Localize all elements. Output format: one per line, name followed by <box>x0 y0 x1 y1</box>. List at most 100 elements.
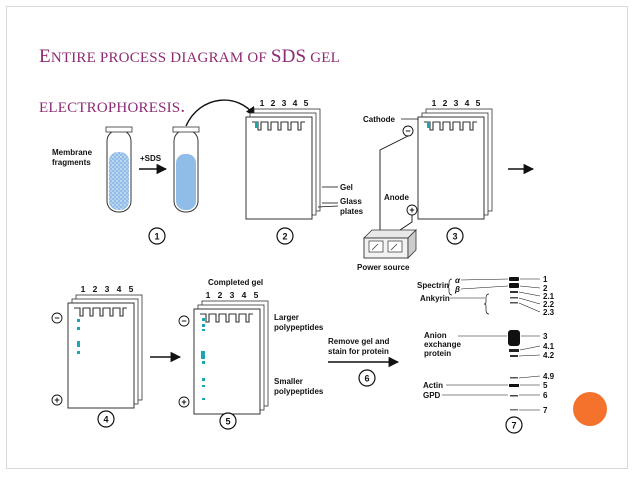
lane-number: 5 <box>304 98 309 108</box>
lane-number: 4 <box>117 284 122 294</box>
plus-sign: + <box>54 395 59 405</box>
band-number: 4.9 <box>543 372 555 381</box>
anode-label: Anode <box>384 193 409 202</box>
wire <box>399 215 413 231</box>
alpha-label: α <box>455 276 461 285</box>
lane-number: 3 <box>282 98 287 108</box>
plus-sign: + <box>181 397 186 407</box>
ankyrin-label: Ankyrin <box>420 294 450 303</box>
power-source-label: Power source <box>357 263 410 272</box>
band-number: 4.2 <box>543 351 555 360</box>
gel-label: Gel <box>340 183 353 192</box>
lane-number: 2 <box>443 98 448 108</box>
minus-sign: − <box>54 313 59 323</box>
spectrin-label: Spectrin <box>417 281 449 290</box>
lane-number: 2 <box>218 290 223 300</box>
band-number: 2 <box>543 284 548 293</box>
gel-completed-5 <box>193 300 269 415</box>
step-marker: 3 <box>446 227 464 245</box>
glass-plates-label: plates <box>340 207 364 216</box>
anion-exchange-label: protein <box>424 349 451 358</box>
gel-running-4 <box>67 294 143 409</box>
smaller-polypeptides-label: Smaller <box>274 377 303 386</box>
lane-number: 5 <box>254 290 259 300</box>
step-marker: 4 <box>97 410 115 428</box>
lane-number: 1 <box>260 98 265 108</box>
larger-polypeptides-label: Larger <box>274 313 299 322</box>
lane-number: 2 <box>271 98 276 108</box>
band-number: 4.1 <box>543 342 555 351</box>
membrane-fragments-label: Membrane <box>52 148 93 157</box>
step-number: 5 <box>225 417 230 427</box>
power-source <box>363 229 417 259</box>
step-number: 3 <box>452 232 457 242</box>
step-number: 1 <box>154 232 159 242</box>
plus-sds-label: +SDS <box>140 154 162 163</box>
lane-number: 1 <box>206 290 211 300</box>
gpd-label: GPD <box>423 391 441 400</box>
band-number: 5 <box>543 381 548 390</box>
lane-number: 3 <box>230 290 235 300</box>
band-number-labels: 1 2 2.1 2.2 2.3 3 4.1 4.2 4.9 5 6 7 <box>518 275 555 415</box>
title-part: ELECTROPHORESIS <box>39 99 181 116</box>
lane-number: 4 <box>242 290 247 300</box>
test-tube-sds <box>172 126 200 213</box>
slide-frame <box>6 6 628 469</box>
lane-number: 1 <box>432 98 437 108</box>
step-number: 2 <box>282 232 287 242</box>
wire <box>379 135 409 230</box>
smaller-polypeptides-label: polypeptides <box>274 387 324 396</box>
step-number: 4 <box>103 415 108 425</box>
remove-gel-label: stain for protein <box>328 347 389 356</box>
step-marker: 6 <box>358 369 376 387</box>
anion-exchange-label: Anion <box>424 331 447 340</box>
actin-label: Actin <box>423 381 443 390</box>
band-number: 2.2 <box>543 300 555 309</box>
band-number: 2.1 <box>543 292 555 301</box>
title-part: SDS <box>270 46 307 67</box>
title-part: E <box>39 46 51 67</box>
gel-apparatus-2 <box>245 108 321 220</box>
title-part: NTIRE PROCESS DIAGRAM OF <box>50 50 271 66</box>
gel-apparatus-3 <box>417 108 493 220</box>
band-number: 1 <box>543 275 548 284</box>
stained-gel-lane <box>508 277 520 411</box>
lane-number: 3 <box>105 284 110 294</box>
glass-plates-label: Glass <box>340 197 362 206</box>
lane-numbers: 1 2 3 4 5 <box>260 98 309 108</box>
lane-number: 4 <box>465 98 470 108</box>
step-marker: 5 <box>219 412 237 430</box>
minus-sign: − <box>181 316 186 326</box>
remove-gel-label: Remove gel and <box>328 337 389 346</box>
lane-number: 2 <box>93 284 98 294</box>
lane-numbers: 1 2 3 4 5 <box>81 284 134 294</box>
lane-number: 4 <box>293 98 298 108</box>
anion-exchange-label: exchange <box>424 340 461 349</box>
lane-numbers: 1 2 3 4 5 <box>206 290 259 300</box>
band-number: 3 <box>543 332 548 341</box>
step-marker: 2 <box>276 227 294 245</box>
step-number: 7 <box>511 421 516 431</box>
band-number: 6 <box>543 391 548 400</box>
band-number: 7 <box>543 406 548 415</box>
beta-label: β <box>454 285 460 294</box>
lane-number: 5 <box>129 284 134 294</box>
step-number: 6 <box>364 374 369 384</box>
membrane-fragments-label: fragments <box>52 158 91 167</box>
lane-number: 3 <box>454 98 459 108</box>
step-marker: 7 <box>505 416 523 434</box>
cathode-label: Cathode <box>363 115 396 124</box>
title-part: GEL <box>306 50 341 66</box>
lane-numbers: 1 2 3 4 5 <box>432 98 481 108</box>
larger-polypeptides-label: polypeptides <box>274 323 324 332</box>
title-part: . <box>180 95 186 117</box>
slide-title: ENTIRE PROCESS DIAGRAM OF SDS GEL ELECTR… <box>39 27 499 126</box>
curved-arrow <box>185 99 256 127</box>
plus-sign: + <box>409 205 414 215</box>
accent-circle <box>573 392 607 426</box>
completed-gel-label: Completed gel <box>208 278 263 287</box>
lane-number: 1 <box>81 284 86 294</box>
test-tube-fragments <box>105 126 133 213</box>
band-number: 2.3 <box>543 308 555 317</box>
